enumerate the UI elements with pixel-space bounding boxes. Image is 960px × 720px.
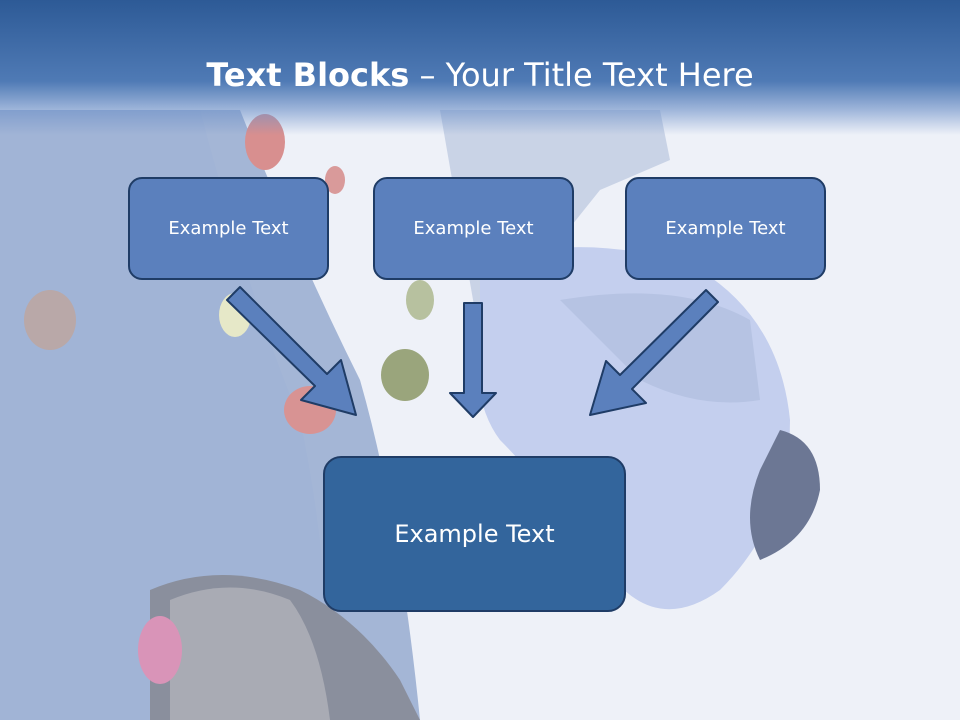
- title-dash: –: [409, 56, 446, 94]
- text-box-top-center[interactable]: Example Text: [373, 177, 574, 280]
- arrow-left-icon: [226, 286, 357, 416]
- title-rest: Your Title Text Here: [445, 56, 754, 94]
- text-box-top-right[interactable]: Example Text: [625, 177, 826, 280]
- arrow-right-icon: [589, 289, 719, 416]
- text-box-top-left[interactable]: Example Text: [128, 177, 329, 280]
- title-bold-part: Text Blocks: [206, 56, 410, 94]
- header-band: [0, 0, 960, 135]
- slide-title: Text Blocks – Your Title Text Here: [0, 56, 960, 94]
- text-box-main[interactable]: Example Text: [323, 456, 626, 612]
- arrow-center-icon: [449, 302, 497, 418]
